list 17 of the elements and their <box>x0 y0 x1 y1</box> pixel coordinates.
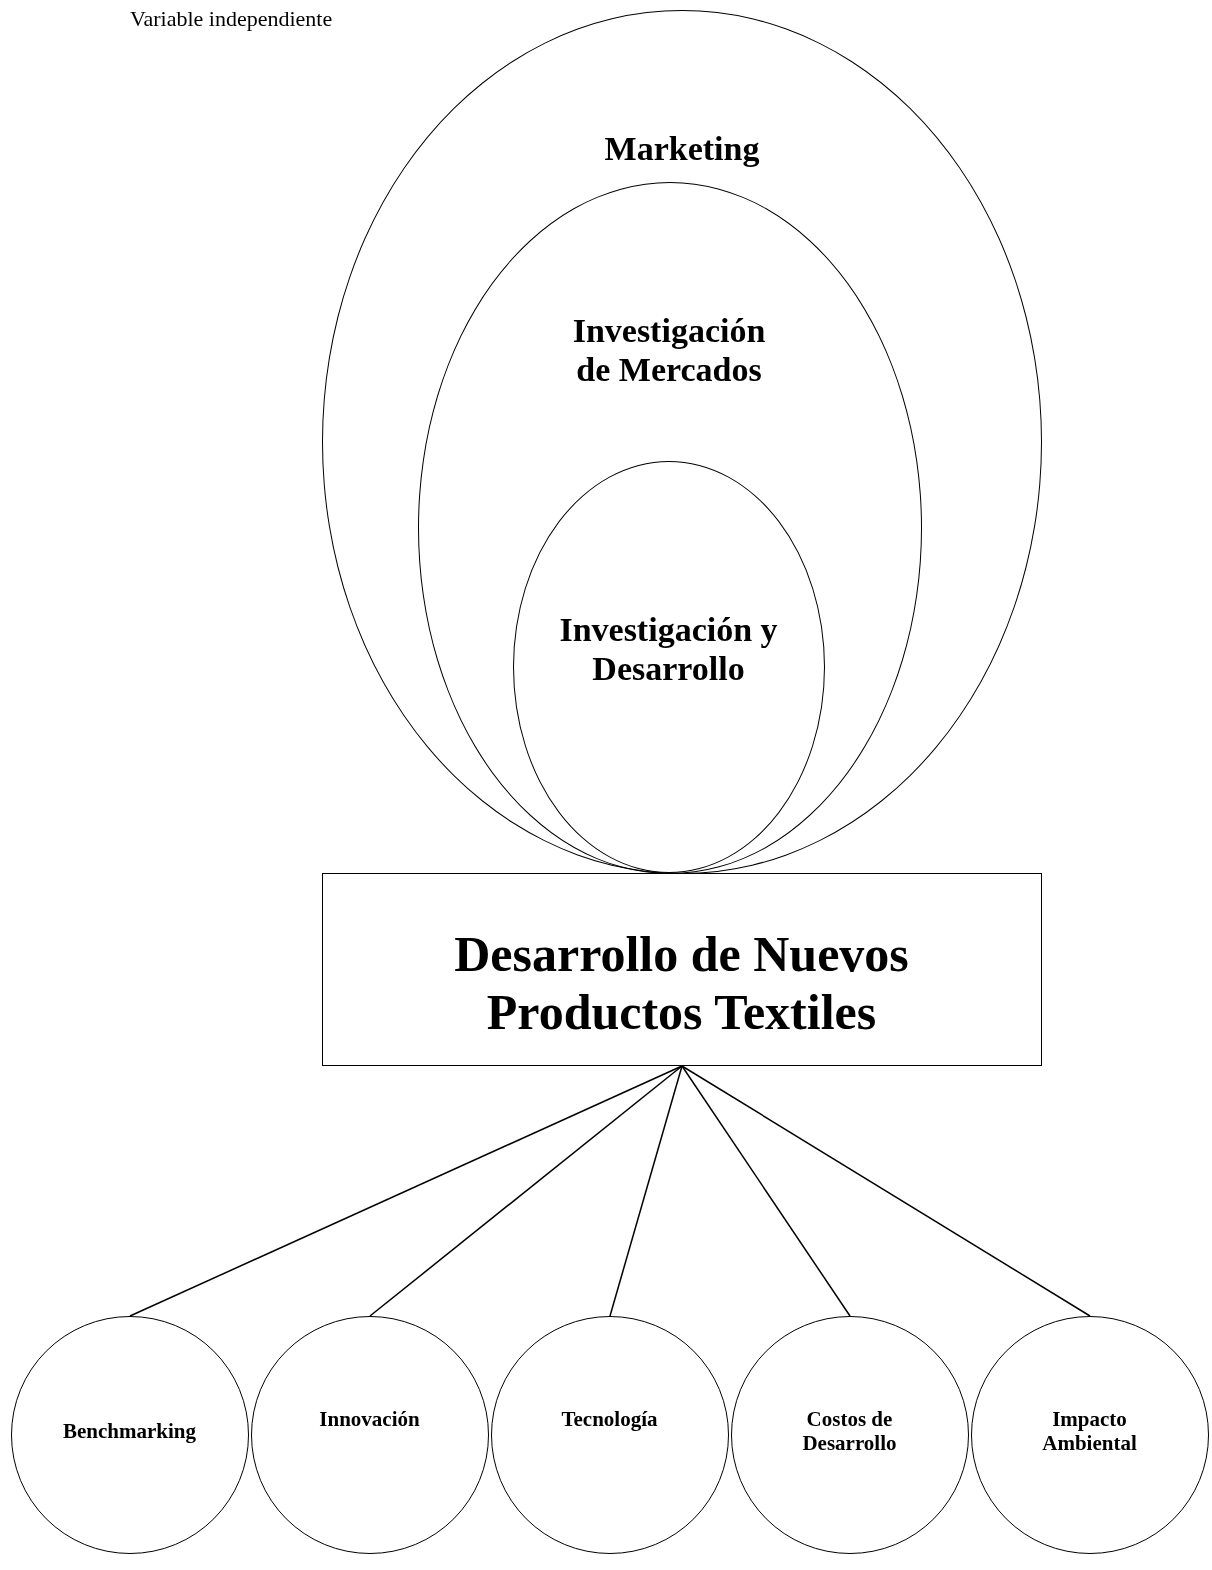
connector-line <box>369 1065 683 1317</box>
circle-label: Impacto Ambiental <box>1041 1407 1138 1456</box>
circle-label: Tecnología <box>560 1407 659 1432</box>
box-title: Desarrollo de Nuevos Productos Textiles <box>453 926 910 1041</box>
ellipse-heading: Investigación y Desarrollo <box>558 610 779 689</box>
ellipse-heading: Investigación de Mercados <box>571 310 767 389</box>
circle-label: Benchmarking <box>62 1419 197 1444</box>
connector-line <box>681 1065 851 1317</box>
connector-line <box>609 1065 683 1317</box>
connector-line <box>129 1065 683 1317</box>
circle-label: Costos de Desarrollo <box>801 1407 898 1456</box>
central-box <box>322 873 1042 1066</box>
middle-ellipse <box>417 181 922 874</box>
ellipse-heading: Marketing <box>603 129 761 169</box>
variable-caption: Variable independiente <box>130 6 333 32</box>
connector-line <box>681 1065 1091 1317</box>
circle-label: Innovación <box>318 1407 421 1432</box>
